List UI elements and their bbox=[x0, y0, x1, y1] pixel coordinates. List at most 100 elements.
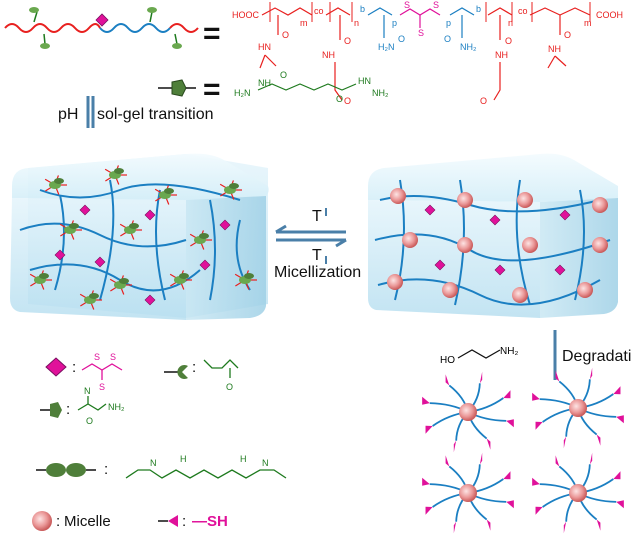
star-micelle bbox=[422, 371, 514, 453]
star-micelle bbox=[532, 452, 624, 534]
crosslinker-nh2: NH₂ bbox=[372, 88, 389, 98]
o-2: O bbox=[344, 36, 351, 46]
ethanolamine-ho: HO bbox=[440, 355, 455, 366]
colon-4: : bbox=[104, 461, 108, 478]
linker-h1: H bbox=[180, 454, 187, 464]
b-left: b bbox=[360, 4, 365, 14]
gel-box-left bbox=[10, 153, 269, 320]
degradation-label: Degradation bbox=[562, 348, 632, 365]
thiol-legend-icon bbox=[158, 515, 178, 527]
ttc-diamond bbox=[494, 264, 506, 276]
graft-cluster bbox=[104, 165, 127, 185]
linker-icon bbox=[36, 463, 96, 477]
crosslinker-o2: O bbox=[336, 94, 343, 104]
micelle bbox=[522, 237, 538, 253]
sol-gel-label: sol-gel transition bbox=[97, 106, 214, 123]
equals-sign-1: = bbox=[203, 17, 221, 50]
sh-label: —SH bbox=[192, 513, 228, 530]
graft-cluster bbox=[59, 220, 82, 240]
ttc-diamond bbox=[424, 204, 436, 216]
colon-5: : bbox=[56, 513, 60, 530]
sub-p-left: p bbox=[392, 18, 397, 28]
t-up-label: T bbox=[312, 208, 322, 225]
linker-h2: H bbox=[240, 454, 247, 464]
hn-1: HN bbox=[258, 42, 271, 52]
micellization-label: Micellization bbox=[274, 264, 361, 281]
ethanolamine: HO NH₂ bbox=[440, 346, 518, 366]
crosslinker-o1: O bbox=[280, 70, 287, 80]
sub-m-right: m bbox=[584, 18, 592, 28]
sub-n-right: n bbox=[508, 18, 513, 28]
ttc-diamond bbox=[489, 214, 501, 226]
polymer-right-end: COOH bbox=[596, 10, 623, 20]
adipic-dihydrazide: H₂N NH O O HN NH₂ bbox=[234, 70, 389, 104]
hydrazide-nh2: NH₂ bbox=[108, 402, 125, 412]
gel-left-nodes bbox=[29, 165, 257, 310]
crosslinker-icon bbox=[158, 79, 196, 97]
ttc-diamond bbox=[144, 294, 156, 306]
linker-n1: N bbox=[150, 458, 157, 468]
equals-sign-2: = bbox=[203, 73, 221, 106]
ttc-diamond bbox=[199, 259, 211, 271]
tt-s2: S bbox=[110, 352, 116, 362]
degraded-micelles bbox=[422, 367, 624, 534]
nh-2: NH bbox=[495, 50, 508, 60]
ttc-diamond bbox=[79, 204, 91, 216]
ph-label: pH bbox=[58, 106, 78, 123]
micelle bbox=[387, 274, 403, 290]
tt-s3: S bbox=[99, 382, 105, 392]
graft-icon bbox=[29, 7, 182, 49]
graft-cluster bbox=[29, 270, 52, 290]
ttc-diamond bbox=[54, 249, 66, 261]
crosslinker-hn: HN bbox=[358, 76, 371, 86]
h2n-1: H₂N bbox=[378, 42, 395, 52]
crosslinker-h2n: H₂N bbox=[234, 88, 251, 98]
o-7: O bbox=[480, 96, 487, 106]
micelle bbox=[402, 232, 418, 248]
s-3: S bbox=[418, 28, 424, 38]
polymer-structure: HOOC m co n b p S S S p b n co m COOH O … bbox=[232, 0, 623, 106]
ttc-diamond bbox=[559, 209, 571, 221]
micelle bbox=[592, 197, 608, 213]
nh-3: NH bbox=[548, 44, 561, 54]
o-3: O bbox=[344, 96, 351, 106]
hydrazide-o: O bbox=[86, 416, 93, 426]
trithiocarbonate-icon bbox=[45, 357, 67, 377]
sub-n-left: n bbox=[354, 18, 359, 28]
nh2-1: NH₂ bbox=[460, 42, 477, 52]
graft-cluster bbox=[44, 175, 67, 195]
micelle bbox=[517, 192, 533, 208]
micelle bbox=[457, 237, 473, 253]
micelle bbox=[457, 192, 473, 208]
micelle bbox=[592, 237, 608, 253]
ttc-diamond bbox=[219, 219, 231, 231]
graft-cluster bbox=[189, 230, 212, 250]
legend: : S S S : O : N NH₂ O : bbox=[32, 352, 287, 531]
t-down-label: T bbox=[312, 247, 322, 264]
micelle-legend-icon bbox=[32, 511, 52, 531]
ttc-diamond bbox=[434, 259, 446, 271]
graft-cluster bbox=[169, 270, 192, 290]
ketone-icon bbox=[164, 365, 188, 380]
graft-cluster bbox=[109, 275, 132, 295]
b-right: b bbox=[476, 4, 481, 14]
o-6: O bbox=[505, 36, 512, 46]
graft-cluster bbox=[219, 180, 242, 200]
polymer-left-end: HOOC bbox=[232, 10, 260, 20]
linker-n2: N bbox=[262, 458, 269, 468]
ttc-diamond bbox=[94, 256, 106, 268]
crosslinker-nh: NH bbox=[258, 78, 271, 88]
ketone-o: O bbox=[226, 382, 233, 392]
polymer-cartoon bbox=[4, 7, 199, 49]
colon-6: : bbox=[182, 513, 186, 530]
ttc-diamond bbox=[554, 264, 566, 276]
micelle bbox=[577, 282, 593, 298]
gel-right-micelles bbox=[387, 188, 608, 303]
t-equilibrium-arrows bbox=[275, 208, 347, 264]
colon-1: : bbox=[72, 359, 76, 376]
o-4: O bbox=[398, 34, 405, 44]
ethanolamine-nh2: NH₂ bbox=[500, 346, 518, 357]
micelle bbox=[390, 188, 406, 204]
o-5: O bbox=[444, 34, 451, 44]
